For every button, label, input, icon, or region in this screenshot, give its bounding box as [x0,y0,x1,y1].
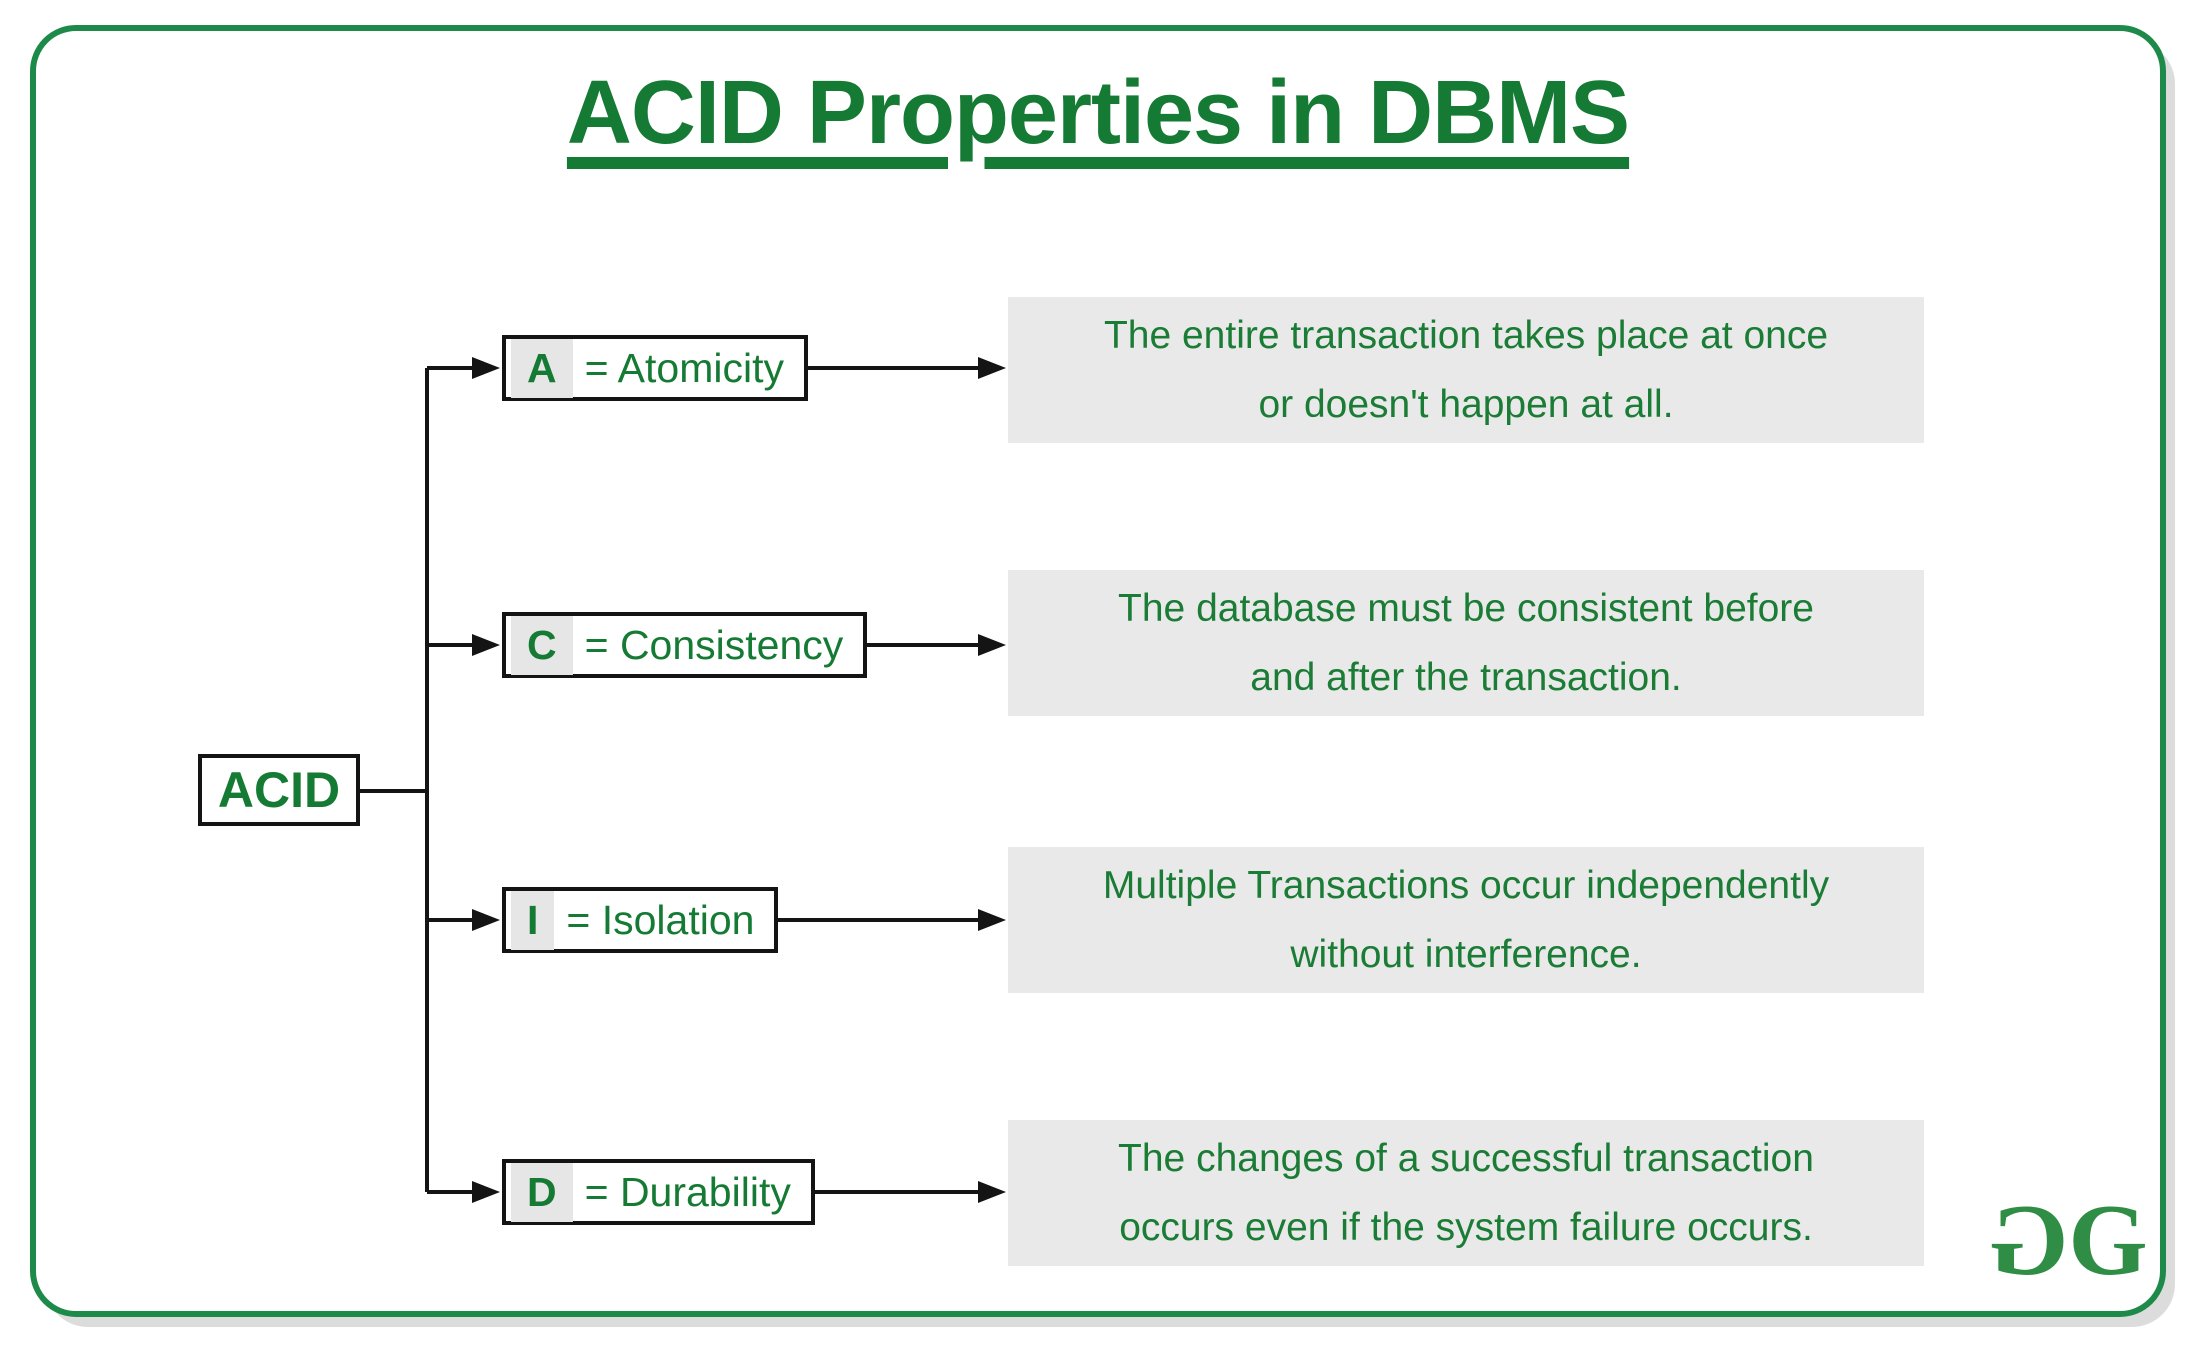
node-isolation: I = Isolation [502,887,779,953]
arrowhead-desc-a [978,357,1006,379]
node-label-durability: = Durability [584,1168,791,1215]
diagram-border-frame [30,25,2166,1317]
arrowhead-desc-i [978,909,1006,931]
description-atomicity-line2: or doesn't happen at all. [1258,383,1674,426]
logo-g: G [2068,1184,2147,1297]
letter-chip-a: A [511,338,573,398]
node-label-consistency: = Consistency [584,621,844,668]
description-consistency: The database must be consistent before a… [1008,570,1924,716]
letter-chip-c: C [511,615,573,675]
description-durability-line2: occurs even if the system failure occurs… [1119,1206,1813,1249]
arrowhead-desc-c [978,634,1006,656]
node-label-atomicity: = Atomicity [584,344,784,391]
node-label-isolation: = Isolation [566,896,755,943]
description-atomicity-line1: The entire transaction takes place at on… [1103,314,1829,357]
node-atomicity: A = Atomicity [502,335,808,401]
letter-chip-d: D [511,1162,573,1222]
description-durability-line1: The changes of a successful transaction [1118,1137,1814,1180]
description-consistency-line2: and after the transaction. [1250,656,1682,699]
description-isolation-line1: Multiple Transactions occur independentl… [1102,864,1830,907]
description-consistency-line1: The database must be consistent before [1118,587,1814,630]
description-durability: The changes of a successful transaction … [1008,1120,1924,1266]
node-durability: D = Durability [502,1159,815,1225]
letter-chip-i: I [511,890,555,950]
arrowhead-desc-d [978,1181,1006,1203]
logo-mirrored-g: G [1998,1184,2069,1297]
arrowhead-a [472,357,500,379]
node-consistency: C = Consistency [502,612,868,678]
acid-root-label: ACID [217,762,341,818]
arrowhead-d [472,1181,500,1203]
arrowhead-c [472,634,500,656]
description-isolation-line2: without interference. [1290,933,1642,976]
description-atomicity: The entire transaction takes place at on… [1008,297,1924,443]
acid-root-node: ACID [198,754,360,826]
description-isolation: Multiple Transactions occur independentl… [1008,847,1924,993]
page-title: ACID Properties in DBMS [566,63,1630,163]
geeksforgeeks-logo: GG [1998,1184,2148,1297]
arrowhead-i [472,909,500,931]
